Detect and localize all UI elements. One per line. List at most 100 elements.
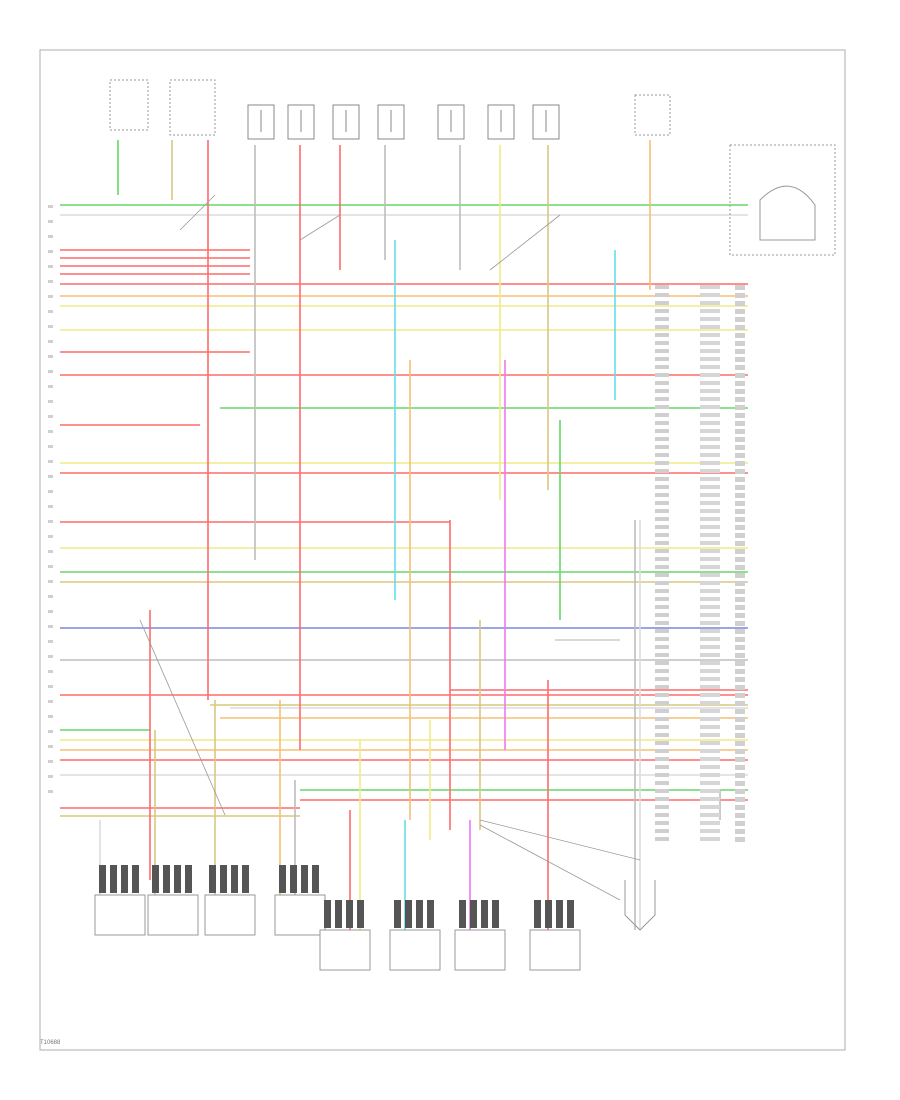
wire-label-code bbox=[655, 669, 669, 673]
coil-connector bbox=[454, 929, 506, 971]
terminal-pin bbox=[416, 900, 423, 928]
wire-label-color bbox=[700, 453, 720, 457]
wire-label-color bbox=[700, 653, 720, 657]
pcm-pin bbox=[735, 565, 745, 570]
pcm-pin bbox=[735, 805, 745, 810]
terminal-pin bbox=[99, 865, 106, 893]
wire-label-color bbox=[700, 741, 720, 745]
row-marker bbox=[48, 280, 53, 283]
pcm-pin bbox=[735, 717, 745, 722]
pcm-pin bbox=[735, 397, 745, 402]
wire-label-code bbox=[655, 685, 669, 689]
wire-label-color bbox=[700, 709, 720, 713]
coil-connector bbox=[389, 929, 441, 971]
terminal-pin bbox=[492, 900, 499, 928]
wire-label-color bbox=[700, 477, 720, 481]
row-marker bbox=[48, 730, 53, 733]
wire-label-code bbox=[655, 389, 669, 393]
wire-label-color bbox=[700, 389, 720, 393]
wire-label-color bbox=[700, 381, 720, 385]
pcm-pin bbox=[735, 773, 745, 778]
wire-label-code bbox=[655, 589, 669, 593]
leader-line bbox=[479, 819, 641, 861]
pcm-pin bbox=[735, 669, 745, 674]
wire-label-color bbox=[700, 317, 720, 321]
wire-label-color bbox=[700, 485, 720, 489]
module-box bbox=[729, 144, 836, 256]
wire-label-code bbox=[655, 349, 669, 353]
wire-label-code bbox=[655, 725, 669, 729]
pcm-pin bbox=[735, 485, 745, 490]
terminal-pin bbox=[405, 900, 412, 928]
row-marker bbox=[48, 580, 53, 583]
pcm-pin bbox=[735, 781, 745, 786]
leader-line bbox=[479, 824, 621, 901]
wire-label-color bbox=[700, 821, 720, 825]
row-marker bbox=[48, 550, 53, 553]
wire-label-code bbox=[655, 557, 669, 561]
pcm-pin bbox=[735, 301, 745, 306]
terminal-pin bbox=[324, 900, 331, 928]
wire-label-color bbox=[700, 797, 720, 801]
wire-label-code bbox=[655, 365, 669, 369]
pcm-pin bbox=[735, 517, 745, 522]
ground-connector bbox=[624, 880, 656, 931]
pcm-pin bbox=[735, 741, 745, 746]
terminal-pin bbox=[459, 900, 466, 928]
pcm-pin bbox=[735, 637, 745, 642]
wire-label-code bbox=[655, 325, 669, 329]
pcm-pin bbox=[735, 477, 745, 482]
pcm-pin bbox=[735, 749, 745, 754]
wire-label-color bbox=[700, 605, 720, 609]
wire-label-color bbox=[700, 397, 720, 401]
wire-label-code bbox=[655, 813, 669, 817]
row-marker bbox=[48, 775, 53, 778]
wire-label-color bbox=[700, 637, 720, 641]
sensor-box bbox=[634, 94, 671, 136]
wire-label-color bbox=[700, 517, 720, 521]
wire-label-code bbox=[655, 621, 669, 625]
wire-label-color bbox=[700, 805, 720, 809]
wire-group bbox=[60, 140, 748, 930]
row-marker bbox=[48, 460, 53, 463]
wire-label-color bbox=[700, 773, 720, 777]
row-marker bbox=[48, 445, 53, 448]
pcm-pin bbox=[735, 309, 745, 314]
pcm-pin bbox=[735, 597, 745, 602]
wire-label-code bbox=[655, 677, 669, 681]
wire-label-code bbox=[655, 469, 669, 473]
leader-line bbox=[179, 194, 216, 231]
wire-label-code bbox=[655, 661, 669, 665]
wire-label-color bbox=[700, 413, 720, 417]
pcm-pin bbox=[735, 437, 745, 442]
wire-label-code bbox=[655, 493, 669, 497]
row-marker bbox=[48, 670, 53, 673]
wire-label-color bbox=[700, 765, 720, 769]
pcm-pin bbox=[735, 493, 745, 498]
row-marker bbox=[48, 760, 53, 763]
pcm-pin bbox=[735, 405, 745, 410]
figure-code: T10688 bbox=[40, 1040, 61, 1046]
wire-label-color bbox=[700, 533, 720, 537]
row-marker bbox=[48, 355, 53, 358]
terminal-pin bbox=[279, 865, 286, 893]
row-marker bbox=[48, 565, 53, 568]
wire-label-code bbox=[655, 597, 669, 601]
wire-label-color bbox=[700, 493, 720, 497]
wire-label-code bbox=[655, 453, 669, 457]
terminal-pin bbox=[163, 865, 170, 893]
pcm-pin bbox=[735, 653, 745, 658]
wire-label-color bbox=[700, 565, 720, 569]
wire-label-code bbox=[655, 733, 669, 737]
wire-label-color bbox=[700, 717, 720, 721]
wire-label-code bbox=[655, 437, 669, 441]
wire-label-code bbox=[655, 333, 669, 337]
pcm-pin bbox=[735, 757, 745, 762]
wire-label-color bbox=[700, 557, 720, 561]
wire-label-code bbox=[655, 805, 669, 809]
wire-label-color bbox=[700, 309, 720, 313]
pcm-pin bbox=[735, 613, 745, 618]
wire-label-code bbox=[655, 717, 669, 721]
wire-label-code bbox=[655, 293, 669, 297]
